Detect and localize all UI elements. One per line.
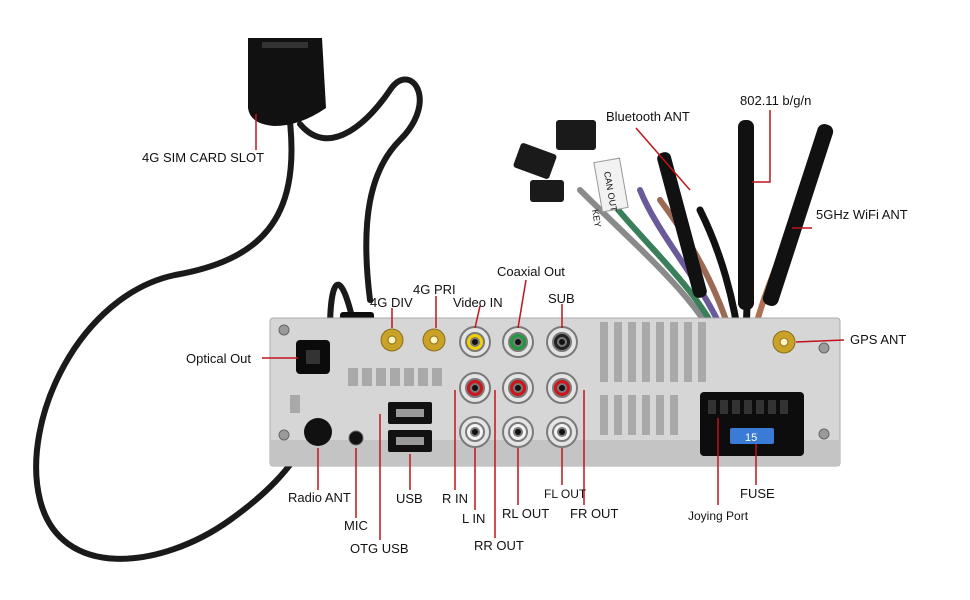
label-4g-pri: 4G PRI [413,282,456,297]
label-coaxial-out: Coaxial Out [497,264,565,279]
antennas [657,120,834,310]
fuse-rating-text: 15 [745,432,757,444]
sim-cable-inner [297,76,423,303]
label-gps-ant: GPS ANT [850,332,907,347]
label-sim-slot: 4G SIM CARD SLOT [142,150,265,165]
label-video-in: Video IN [453,295,503,310]
label-l-in: L IN [462,511,486,526]
label-otg-usb: OTG USB [350,541,409,556]
leader-lines [255,110,845,540]
label-sub: SUB [548,291,575,306]
label-fuse: FUSE [740,486,775,501]
label-joying-port: Joying Port [688,509,749,523]
rca-jacks [459,326,578,448]
label-wifi-5: 5GHz WiFi ANT [816,207,908,222]
label-bluetooth-ant: Bluetooth ANT [606,109,690,124]
sim-slot-opening [262,42,308,48]
harness-plugs [513,120,596,202]
fuse-body [730,428,774,444]
label-wifi-24: 802.11 b/g/n [740,93,812,108]
can-out-tag [593,157,629,213]
label-rl-out: RL OUT [502,506,550,521]
label-usb: USB [396,491,423,506]
label-fr-out: FR OUT [570,506,619,521]
gold-sma-connectors [380,328,796,354]
key-tag-text: KEY [590,209,603,228]
label-optical-out: Optical Out [186,351,252,366]
radio-ant-port [304,418,332,446]
label-r-in: R IN [442,491,468,506]
label-4g-div: 4G DIV [370,295,413,310]
label-radio-ant: Radio ANT [288,490,351,505]
mic-port [348,430,364,446]
label-rr-out: RR OUT [474,538,524,553]
label-mic: MIC [344,518,368,533]
label-fl-out: FL OUT [544,487,587,501]
vent-grills [290,322,706,435]
sim-slot-housing [248,38,326,126]
